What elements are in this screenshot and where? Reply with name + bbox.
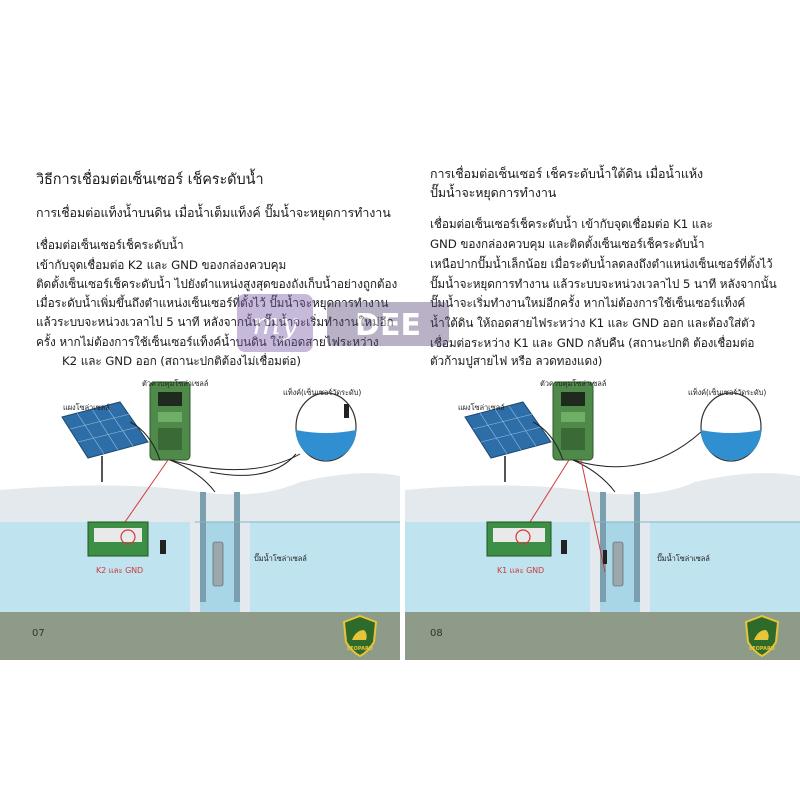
- pump-label: ปั๊มน้ำโซล่าเซลล์: [254, 554, 307, 563]
- terminal-label: K1 และ GND: [497, 566, 545, 575]
- level-sensor: [603, 550, 607, 564]
- terminal-block: [486, 521, 567, 557]
- body-line: ปั๊มน้ำจะหยุดการทำงาน แล้วระบบจะหน่วงเวล…: [430, 277, 777, 291]
- body-line: ครั้ง หากไม่ต้องการใช้เซ็นเซอร์แท็งค์น้ำ…: [36, 335, 379, 349]
- water-tank: [295, 392, 357, 462]
- leopard-logo-left: LEOPARD: [342, 614, 378, 658]
- controller-box: [149, 381, 191, 461]
- solar-panel: [61, 401, 149, 482]
- page-title-line: ปั๊มน้ำจะหยุดการทำงาน: [430, 185, 557, 200]
- page-number: 08: [430, 628, 443, 639]
- solar-panel-label: แผงโซล่าเซลล์: [63, 403, 110, 412]
- solar-panel-label: แผงโซล่าเซลล์: [458, 403, 505, 412]
- terminal-block: [87, 521, 166, 557]
- controller-box: [552, 381, 594, 461]
- pump-label: ปั๊มน้ำโซล่าเซลล์: [657, 554, 710, 563]
- body-line: แล้วระบบจะหน่วงเวลาไป 5 นาที หลังจากนั้น…: [36, 315, 394, 329]
- water-tank: [700, 392, 762, 462]
- page-07: วิธีการเชื่อมต่อเซ็นเซอร์ เช็คระดับน้ำ ก…: [0, 172, 400, 612]
- watermark-text-left: my: [252, 307, 298, 342]
- tank-label: แท็งค์(เซ็นเซอร์วัดระดับ): [283, 388, 362, 397]
- body-line: เมื่อระดับน้ำเพิ่มขึ้นถึงตำแหน่งเซ็นเซอร…: [36, 296, 389, 310]
- pump: [612, 541, 624, 587]
- page-subtitle: การเชื่อมต่อแท็งน้ำบนดิน เมื่อน้ำเต็มแท็…: [36, 205, 391, 220]
- body-line: เหนือปากปั๊มน้ำเล็กน้อย เมื่อระดับน้ำลดล…: [430, 257, 773, 271]
- page-title-line: การเชื่อมต่อเซ็นเซอร์ เช็คระดับน้ำใต้ดิน…: [430, 166, 703, 181]
- pump: [212, 541, 224, 587]
- page-number: 07: [32, 628, 45, 639]
- body-line: ติดตั้งเซ็นเซอร์เช็คระดับน้ำ ไปยังตำแหน่…: [36, 277, 398, 291]
- body-line: เชื่อมต่อระหว่าง K1 และ GND กลับคืน (สถา…: [430, 336, 755, 350]
- svg-text:LEOPARD: LEOPARD: [749, 646, 775, 652]
- solar-panel: [464, 401, 552, 482]
- svg-text:LEOPARD: LEOPARD: [347, 646, 373, 652]
- installation-diagram: [405, 381, 800, 612]
- page-title: วิธีการเชื่อมต่อเซ็นเซอร์ เช็คระดับน้ำ: [36, 172, 264, 188]
- body-line: K2 และ GND ออก (สถานะปกติต้องไม่เชื่อมต่…: [62, 354, 301, 368]
- watermark: my DEE: [237, 294, 449, 352]
- installation-diagram: [0, 381, 400, 612]
- body-line: เข้ากับจุดเชื่อมต่อ K2 และ GND ของกล่องค…: [36, 258, 287, 272]
- body-line: เชื่อมต่อเซ็นเซอร์เช็คระดับน้ำ: [36, 238, 184, 252]
- leopard-logo-right: LEOPARD: [744, 614, 780, 658]
- page-08: การเชื่อมต่อเซ็นเซอร์ เช็คระดับน้ำใต้ดิน…: [405, 0, 800, 800]
- terminal-label: K2 และ GND: [96, 566, 144, 575]
- body-line: GND ของกล่องควบคุม และติดตั้งเซ็นเซอร์เช…: [430, 237, 705, 251]
- controller-label: ตัวควบคุมโซล่าเซลล์: [540, 379, 607, 388]
- body-line: เชื่อมต่อเซ็นเซอร์เช็คระดับน้ำ เข้ากับจุ…: [430, 217, 713, 231]
- tank-label: แท็งค์(เซ็นเซอร์วัดระดับ): [688, 388, 767, 397]
- controller-label: ตัวควบคุมโซล่าเซลล์: [142, 379, 209, 388]
- body-line: ปั๊มน้ำจะเริ่มทำงานใหม่อีกครั้ง หากไม่ต้…: [430, 296, 746, 310]
- body-line: น้ำใต้ดิน ให้ถอดสายไฟระหว่าง K1 และ GND …: [430, 316, 756, 330]
- body-line: ตัวก้ามปูสายไฟ หรือ ลวดทองแดง): [430, 354, 603, 368]
- watermark-text-right: DEE: [355, 308, 421, 343]
